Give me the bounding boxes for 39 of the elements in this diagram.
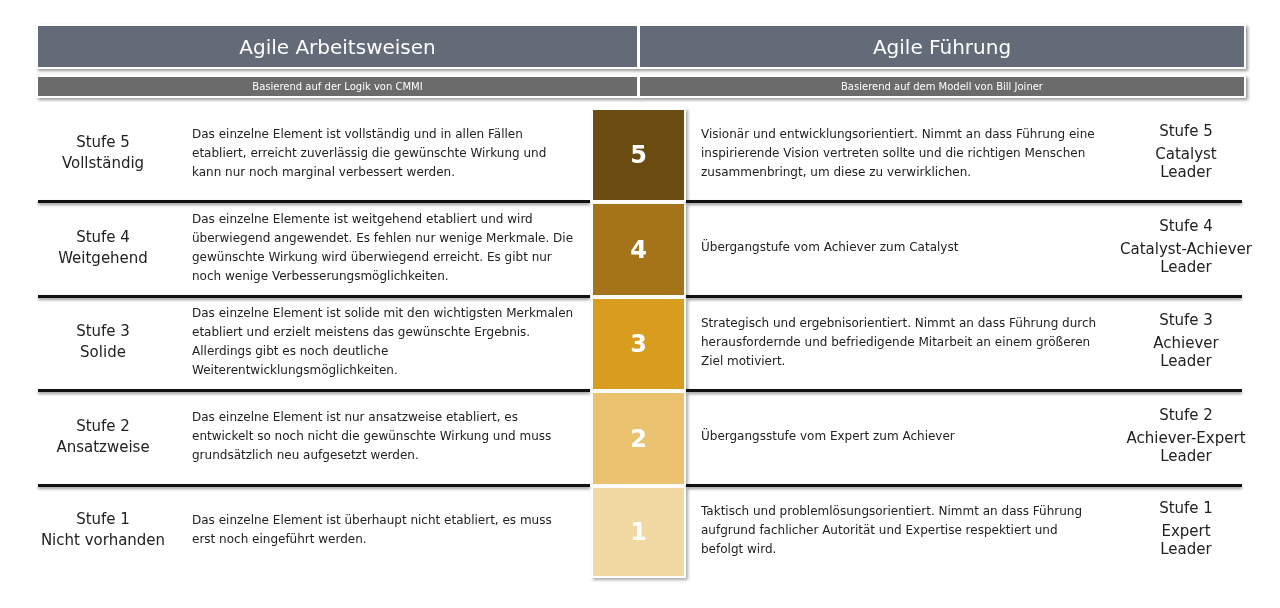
level-number: Stufe 5 bbox=[1158, 122, 1214, 140]
level-number: Stufe 3 bbox=[1158, 311, 1214, 329]
level-description: Das einzelne Elemente ist weitgehend etabliert und wird überwiegend angewendet. Es fehlen nur wenige Merkmale. Die gewünschte Wirkung wird überwiegend erreicht. Es gibt nur noch wenige Verbesserungsmöglichkeiten. bbox=[192, 210, 575, 285]
level-number: Stufe 5 bbox=[75, 133, 131, 151]
level-description: Visionär und entwicklungsorientiert. Nimmt an dass Führung eine inspirierende Vision vertreten sollte und die richtigen Menschen zusammenbringt, um diese zu verwirklichen. bbox=[701, 125, 1096, 181]
level-number: Stufe 2 bbox=[75, 416, 131, 435]
level-description: Das einzelne Element ist solide mit den wichtigsten Merkmalen etabliert und erzielt meistens das gewünschte Ergebnis. Allerdings gibt es noch deutliche Weiterentwicklungsmöglichkeiten. bbox=[192, 305, 575, 379]
column-header: Agile Arbeitsweisen bbox=[36, 24, 639, 69]
level-number: Stufe 1 bbox=[1158, 499, 1214, 517]
level-block: 5 bbox=[591, 108, 686, 202]
level-number: Stufe 1 bbox=[75, 510, 131, 528]
level-description: Übergangstufe vom Achiever zum Catalyst bbox=[701, 238, 960, 256]
source-band: Basierend auf der Logik von CMMI bbox=[36, 75, 639, 98]
level-name: Nicht vorhanden bbox=[39, 531, 167, 549]
level-description: Das einzelne Element ist nur ansatzweise etabliert, es entwickelt so noch nicht die gewünschte Wirkung und muss grundsätzlich neu aufgesetzt werden. bbox=[192, 409, 553, 464]
level-description: Das einzelne Element ist vollständig und in allen Fällen etabliert, erreicht zuverlässig die gewünschte Wirkung und kann nur noch marginal verbessert werden. bbox=[192, 125, 548, 181]
level-block: 4 bbox=[591, 202, 686, 297]
level-block: 2 bbox=[591, 391, 686, 486]
leader-type: Achiever-Expert Leader bbox=[1125, 428, 1247, 465]
level-description: Strategisch und ergebnisorientiert. Nimmt an dass Führung durch herausfordernde und befriedigende Mitarbeit an einem größeren Ziel motiviert. bbox=[701, 314, 1098, 370]
level-number: Stufe 4 bbox=[1158, 216, 1214, 235]
level-description: Übergangsstufe vom Expert zum Achiever bbox=[701, 427, 956, 445]
level-number: Stufe 4 bbox=[75, 227, 131, 246]
level-description: Taktisch und problemlösungsorientiert. Nimmt an dass Führung aufgrund fachlicher Autorität und Expertise respektiert und befolgt wird. bbox=[701, 502, 1084, 558]
level-name: Solide bbox=[79, 343, 127, 361]
level-name: Weitgehend bbox=[57, 248, 149, 267]
leader-type: Expert Leader bbox=[1159, 522, 1213, 558]
level-number: Stufe 2 bbox=[1158, 405, 1214, 424]
column-header: Agile Führung bbox=[638, 24, 1246, 69]
source-band: Basierend auf dem Modell von Bill Joiner bbox=[638, 75, 1246, 98]
level-description: Das einzelne Element ist überhaupt nicht etabliert, es muss erst noch eingeführt werden. bbox=[192, 512, 553, 548]
level-number: Stufe 3 bbox=[75, 322, 131, 340]
level-name: Ansatzweise bbox=[55, 437, 151, 456]
leader-type: Catalyst Leader bbox=[1154, 145, 1218, 181]
level-name: Vollständig bbox=[60, 154, 146, 172]
leader-type: Achiever Leader bbox=[1152, 334, 1220, 370]
level-block: 1 bbox=[591, 486, 686, 578]
leader-type: Catalyst-Achiever Leader bbox=[1119, 239, 1253, 276]
level-block: 3 bbox=[591, 297, 686, 391]
